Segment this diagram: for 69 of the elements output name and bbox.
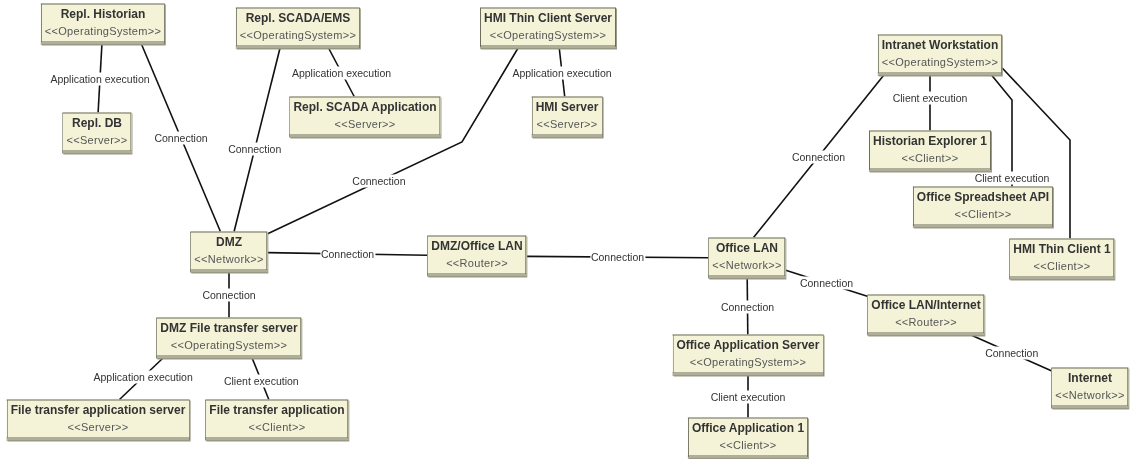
stereotype-label: <<OperatingSystem>>	[881, 54, 999, 70]
edge-label: Connection	[984, 346, 1040, 360]
node-title: Office LAN	[716, 239, 778, 257]
deployment-node	[190, 231, 268, 273]
deployment-node	[867, 294, 985, 336]
stereotype-label: <<OperatingSystem>>	[689, 354, 807, 370]
node-title: Office Application 1	[691, 419, 805, 437]
stereotype-label: <<Server>>	[67, 419, 129, 435]
node-title: HMI Server	[535, 98, 599, 116]
connector-line	[233, 47, 281, 233]
node-title: Repl. Historian	[60, 5, 146, 23]
node-title: Repl. SCADA Application	[293, 98, 437, 116]
stereotype-label: <<Client>>	[954, 206, 1012, 222]
deployment-node	[708, 237, 786, 279]
connector-line	[266, 47, 519, 235]
node-title: HMI Thin Client 1	[1013, 240, 1111, 258]
node-title: Intranet Workstation	[881, 36, 999, 54]
stereotype-label: <<Server>>	[334, 116, 396, 132]
edge-label: Application execution	[49, 72, 151, 85]
edge-label: Client execution	[222, 374, 300, 388]
node-title: File transfer application server	[10, 401, 186, 419]
node-title: Repl. SCADA/EMS	[245, 9, 351, 27]
stereotype-label: <<OperatingSystem>>	[239, 27, 357, 43]
node-title: Repl. DB	[72, 114, 122, 132]
stereotype-label: <<Client>>	[1033, 258, 1091, 274]
stereotype-label: <<Network>>	[1055, 387, 1125, 403]
connector-line	[1001, 67, 1071, 240]
edge-label: Connection	[790, 150, 847, 163]
node-title: DMZ	[216, 233, 242, 251]
stereotype-label: <<Client>>	[719, 437, 777, 453]
edge-label: Connection	[351, 174, 407, 188]
edge-label: Application execution	[290, 66, 393, 79]
edge-label: Application execution	[92, 370, 194, 384]
edge-label: Client execution	[973, 171, 1051, 185]
edge-label: Connection	[153, 131, 209, 145]
node-title: Office Application Server	[676, 336, 820, 354]
stereotype-label: <<Client>>	[901, 150, 959, 166]
stereotype-label: <<Network>>	[712, 257, 782, 273]
node-title: Office LAN/Internet	[871, 296, 981, 314]
stereotype-label: <<OperatingSystem>>	[170, 337, 288, 353]
stereotype-label: <<Server>>	[536, 116, 598, 132]
edge-label: Connection	[589, 250, 646, 264]
node-title: Internet	[1068, 369, 1112, 387]
edge-label: Connection	[719, 300, 776, 313]
stereotype-label: <<OperatingSystem>>	[44, 23, 162, 39]
edge-label: Connection	[798, 276, 855, 290]
edge-label: Connection	[227, 142, 283, 156]
stereotype-label: <<Router>>	[895, 314, 957, 330]
node-title: DMZ/Office LAN	[431, 237, 523, 255]
stereotype-label: <<Router>>	[446, 255, 508, 271]
connector-line	[140, 43, 222, 233]
node-title: DMZ File transfer server	[160, 319, 298, 337]
node-title: Office Spreadsheet API	[916, 188, 1050, 206]
edge-label: Application execution	[511, 66, 613, 79]
stereotype-label: <<OperatingSystem>>	[489, 27, 607, 43]
connector-line	[991, 74, 1013, 188]
stereotype-label: <<Network>>	[194, 251, 264, 267]
edge-label: Client execution	[709, 390, 787, 403]
node-title: File transfer application	[209, 401, 345, 419]
edge-label: Client execution	[891, 91, 969, 104]
deployment-node	[235, 7, 361, 49]
stereotype-label: <<Client>>	[248, 419, 306, 435]
edge-label: Connection	[319, 247, 376, 261]
stereotype-label: <<Server>>	[66, 132, 128, 148]
connector-line	[752, 74, 885, 239]
node-title: Historian Explorer 1	[873, 132, 987, 150]
edge-label: Connection	[201, 288, 257, 302]
node-title: HMI Thin Client Server	[484, 9, 612, 27]
deployment-node	[687, 417, 809, 459]
